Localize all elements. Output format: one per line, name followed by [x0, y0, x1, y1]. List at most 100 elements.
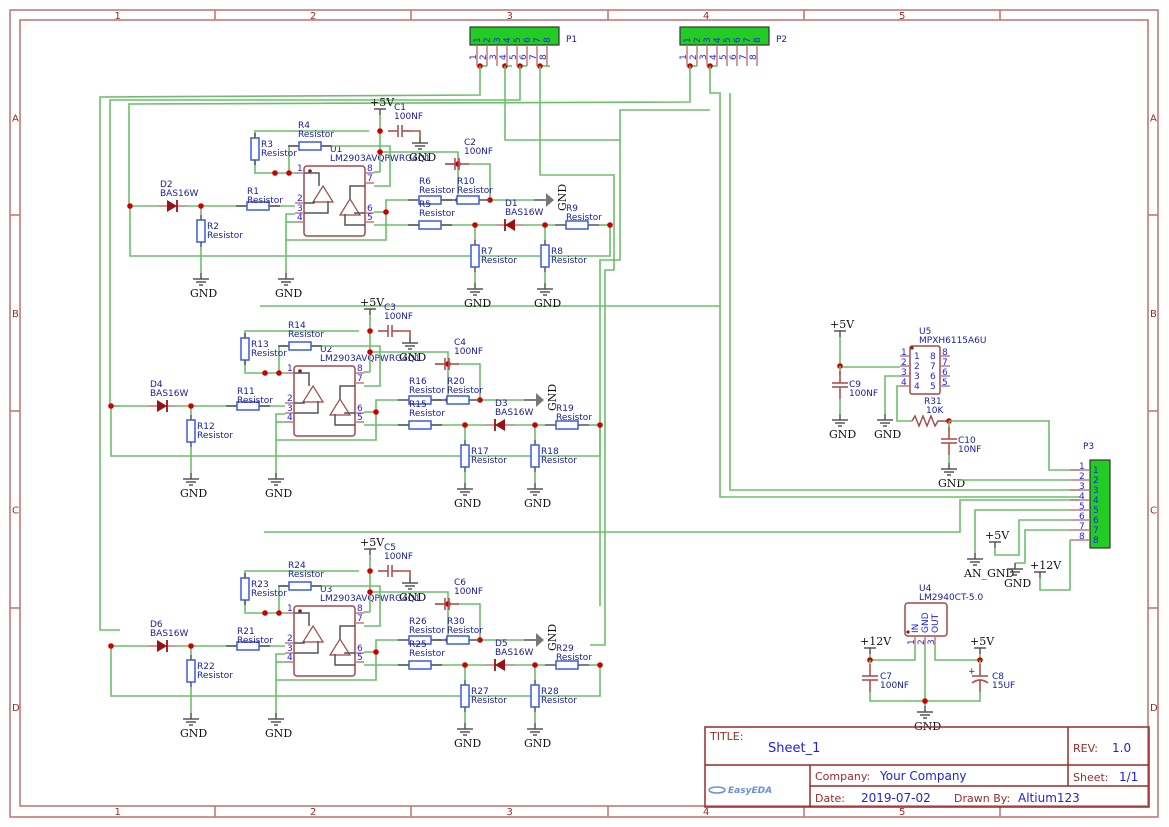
power-symbol: +5V	[370, 96, 395, 115]
value-label: Resistor	[541, 456, 577, 466]
value-label: MPXH6115A6U	[919, 336, 987, 346]
power-symbol: +5V	[985, 529, 1010, 548]
diode-triangle	[157, 640, 167, 652]
junction-dot	[383, 209, 389, 215]
connector-ref: P1	[566, 35, 577, 45]
gnd-symbol: GND	[829, 414, 856, 441]
junction-dot	[276, 370, 282, 376]
gnd-label: AN_GND	[963, 567, 1014, 580]
resistors: R11ResistorR12ResistorR13ResistorR14Resi…	[186, 321, 592, 472]
pin-number-inner: 2	[1093, 476, 1099, 486]
pin-number: 1	[473, 37, 483, 43]
pin-number: 3	[287, 404, 293, 414]
pin-number: 7	[357, 374, 363, 384]
value-label: Resistor	[556, 653, 592, 663]
ref-designator: R20	[447, 377, 465, 387]
junction-dot	[373, 409, 379, 415]
wire	[709, 66, 1080, 498]
value-label: Resistor	[197, 431, 233, 441]
gnd-symbol: GND	[1004, 563, 1031, 590]
gnd-label: GND	[546, 384, 559, 411]
value-label: 100NF	[384, 312, 413, 322]
power-symbol: +5V	[360, 296, 385, 315]
resistor-body	[186, 659, 196, 683]
ref-designator: C5	[384, 543, 396, 553]
column-label-top: 5	[899, 11, 905, 22]
logo-text: EasyEDA	[728, 786, 772, 796]
ref-designator: R27	[471, 687, 489, 697]
column-label-bottom: 2	[310, 807, 316, 818]
pin-number-inner: 5	[1093, 506, 1099, 516]
resistor-body	[565, 220, 589, 230]
ref-designator: R21	[237, 627, 255, 637]
pin-number: 3	[699, 54, 709, 60]
column-label-top: 1	[115, 11, 121, 22]
opamp-b-icon	[338, 197, 362, 216]
column-label-bottom: 1	[115, 807, 121, 818]
column-label-bottom: 5	[899, 807, 905, 818]
power-label: +5V	[985, 529, 1010, 542]
diode-triangle	[495, 659, 505, 671]
resistors: R21ResistorR22ResistorR23ResistorR24Resi…	[186, 561, 592, 712]
pin-number: 6	[1079, 512, 1085, 522]
value-label: Resistor	[197, 671, 233, 681]
resistor-body	[240, 577, 250, 601]
value-label: Resistor	[251, 589, 287, 599]
junction-dot	[198, 203, 204, 209]
junction-dot	[532, 662, 538, 668]
ref-designator: C4	[454, 338, 466, 348]
wire	[839, 337, 900, 368]
wire	[934, 645, 981, 661]
pin-number: 6	[367, 204, 373, 214]
pin-number: 4	[709, 54, 719, 60]
value-label: BAS16W	[160, 189, 198, 199]
row-label-left: A	[12, 114, 19, 125]
wire	[110, 406, 601, 457]
pin-number: 5	[1079, 502, 1085, 512]
resistor-body	[408, 420, 432, 430]
pin-number: 1	[683, 37, 693, 43]
value-label: Resistor	[298, 130, 334, 140]
pin-number-inner: 1	[914, 352, 920, 362]
pin-number: 2	[287, 394, 293, 404]
row-label-left: B	[12, 309, 19, 320]
resistor-body	[456, 195, 480, 205]
voltage-regulator: IN1GND2OUT3U4LM2940CT-5.0+12VC7100NF+5V+…	[860, 584, 1015, 733]
value-label: Resistor	[409, 386, 445, 396]
gnd-symbol: GND	[914, 706, 941, 733]
gnd-label: GND	[534, 297, 561, 310]
junction-dot	[367, 349, 373, 355]
opamp-ref: U1	[330, 145, 342, 155]
pin-number-inner: 6	[930, 372, 936, 382]
pin-label: OUT	[931, 613, 941, 633]
resistor-body	[408, 635, 432, 645]
resistor-body	[196, 219, 206, 243]
resistor-body	[460, 684, 470, 708]
wire	[99, 66, 481, 631]
ref-designator: D3	[495, 399, 508, 409]
value-label: 100NF	[394, 112, 423, 122]
column-label-bottom: 4	[703, 807, 709, 818]
pin-number-inner: 7	[1093, 526, 1099, 536]
opamp-ref: U3	[320, 585, 332, 595]
ref-designator: D2	[160, 180, 173, 190]
ref-designator: R6	[419, 177, 431, 187]
wire	[504, 66, 621, 606]
column-label-top: 3	[507, 11, 513, 22]
gnd-symbol: GND	[265, 473, 292, 500]
value-label: 100NF	[384, 552, 413, 562]
